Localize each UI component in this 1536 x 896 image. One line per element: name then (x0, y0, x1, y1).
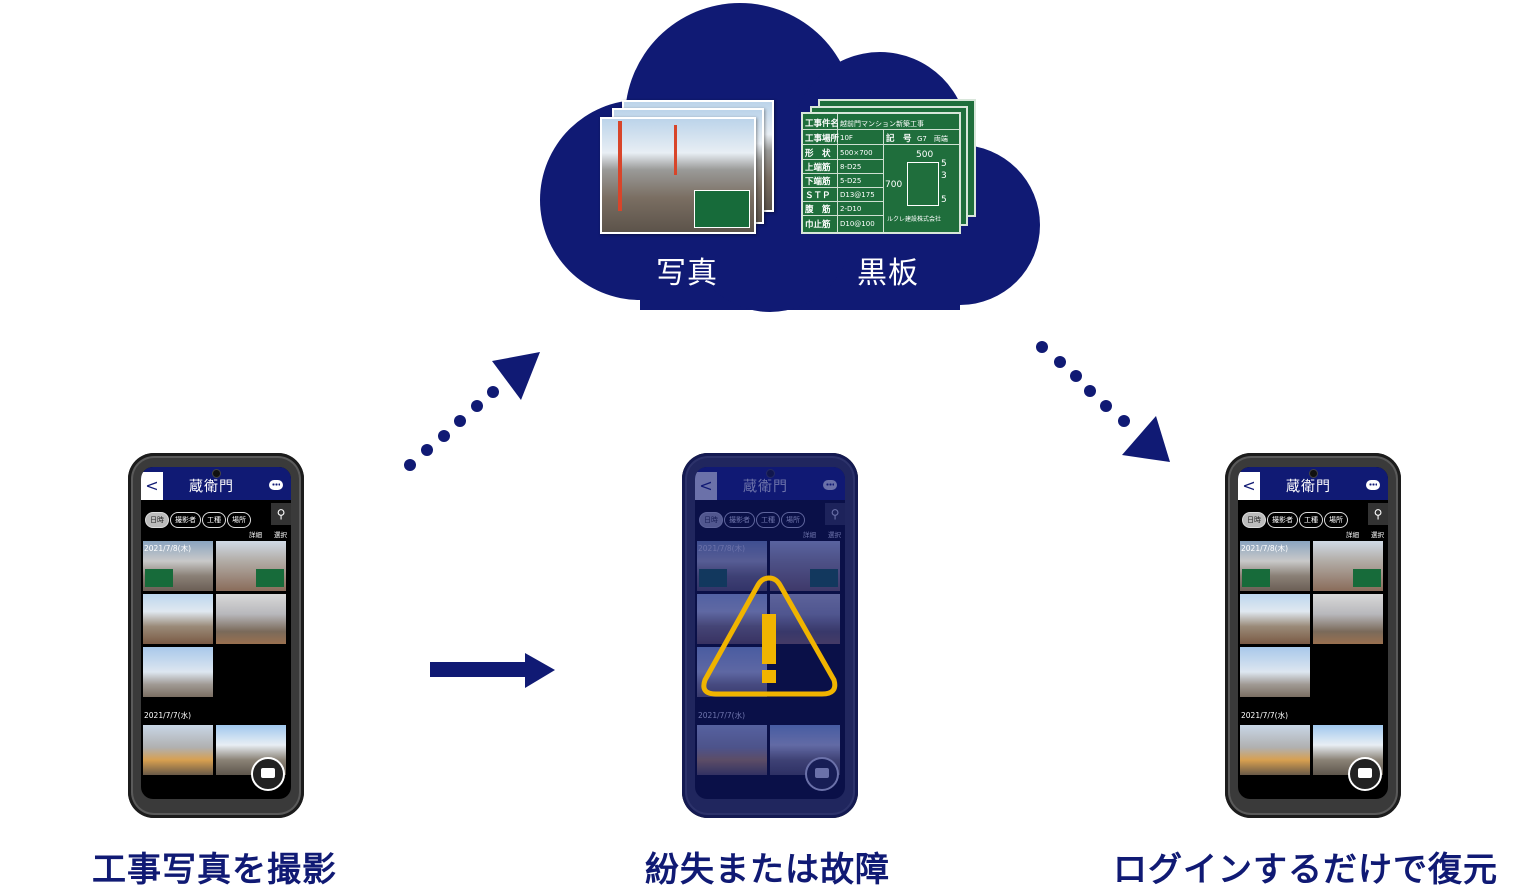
dotted-arrow-restore (1036, 341, 1170, 462)
bb-symbol-value: G7 両端 (917, 135, 948, 143)
caption-capture: 工事写真を撮影 (92, 850, 337, 890)
date-header: 2021/7/7(水) (1241, 711, 1289, 720)
bb-value: 10F (840, 134, 853, 142)
bb-value: 2-D10 (840, 205, 862, 213)
bb-dim-height: 700 (885, 180, 903, 190)
date-header: 2021/7/8(木) (1241, 544, 1289, 553)
photo-thumbnail[interactable] (1313, 541, 1383, 591)
bb-dim: 5 (941, 195, 947, 205)
bb-value: 5-D25 (840, 177, 862, 185)
phone-screen: < 蔵衛門 日時撮影者工種場所 ⚲ 詳細 選択 2021/7/8(木) 2021/… (141, 467, 291, 799)
app-logo: 蔵衛門 (1286, 479, 1331, 495)
back-button[interactable]: < (1238, 472, 1260, 500)
bb-value: 越前門マンション新築工事 (840, 120, 924, 128)
date-header: 2021/7/7(水) (144, 711, 192, 720)
chat-icon[interactable] (269, 480, 283, 490)
cloud-label-photo: 写真 (656, 256, 718, 291)
bb-value: D13@175 (840, 191, 875, 199)
solid-arrow-loss (430, 653, 555, 688)
phone-capture: < 蔵衛門 日時撮影者工種場所 ⚲ 詳細 選択 2021/7/8(木) 2021/… (128, 453, 304, 818)
caption-restore: ログインするだけで復元 (1113, 850, 1498, 890)
front-camera (212, 469, 221, 478)
bb-symbol-label: 記 号 (886, 134, 912, 144)
bb-value: 500×700 (840, 149, 873, 157)
bb-dim: 3 (941, 171, 947, 181)
photo-thumbnail[interactable] (216, 541, 286, 591)
bb-label: 下端筋 (805, 177, 831, 187)
photo-thumbnail[interactable] (143, 594, 213, 644)
list-actions: 詳細 選択 (1334, 529, 1384, 539)
phone-screen: < 蔵衛門 日時撮影者工種場所 ⚲ 詳細 選択 2021/7/8(木) 2021/… (1238, 467, 1388, 799)
blackboard: 工事件名 越前門マンション新築工事 工事場所 10F 形 状 500×700 上… (801, 112, 961, 234)
bb-label: 腹 筋 (805, 205, 831, 215)
chip-location[interactable]: 場所 (227, 512, 251, 528)
bb-label: 形 状 (805, 149, 831, 159)
app-header: < 蔵衛門 (1238, 467, 1388, 500)
photo-thumbnail[interactable] (143, 725, 213, 775)
photo-thumbnail[interactable] (143, 647, 213, 697)
bb-company: ルクレ建設株式会社 (887, 216, 942, 223)
smartphone: < 蔵衛門 日時撮影者工種場所 ⚲ 詳細 選択 2021/7/8(木) 2021/… (128, 453, 304, 818)
chat-icon[interactable] (1366, 480, 1380, 490)
photo-thumbnail[interactable] (1240, 725, 1310, 775)
app-header: < 蔵衛門 (141, 467, 291, 500)
construction-photo (600, 117, 756, 234)
dotted-arrow-upload (404, 352, 540, 471)
back-button[interactable]: < (141, 472, 163, 500)
smartphone: < 蔵衛門 日時撮影者工種場所 ⚲ 詳細 選択 2021/7/8(木) 2021/… (1225, 453, 1401, 818)
photo-blackboard (694, 190, 750, 228)
bb-value: D10@100 (840, 220, 875, 228)
bb-dim: 5 (941, 159, 947, 169)
bb-label: ＳＴＰ (805, 191, 831, 201)
app-logo: 蔵衛門 (189, 479, 234, 495)
bb-label: 工事場所 (805, 134, 840, 144)
bb-value: 8-D25 (840, 163, 862, 171)
filter-chips: 日時撮影者工種場所 (145, 507, 252, 528)
photo-thumbnail[interactable] (1313, 594, 1383, 644)
date-header: 2021/7/8(木) (144, 544, 192, 553)
front-camera (1309, 469, 1318, 478)
chip-datetime[interactable]: 日時 (145, 512, 169, 528)
photo-thumbnail[interactable] (143, 541, 213, 591)
bb-label: 巾止筋 (805, 220, 831, 230)
warning-icon (701, 575, 838, 697)
detail-link[interactable]: 詳細 (249, 531, 262, 539)
cloud-label-blackboard: 黒板 (857, 256, 919, 291)
photo-thumbnail[interactable] (216, 594, 286, 644)
photo-thumbnail[interactable] (1240, 647, 1310, 697)
chip-worktype[interactable]: 工種 (1299, 512, 1323, 528)
chip-photographer[interactable]: 撮影者 (170, 512, 201, 528)
camera-shutter-button[interactable] (251, 757, 285, 791)
list-actions: 詳細 選択 (237, 529, 287, 539)
chip-worktype[interactable]: 工種 (202, 512, 226, 528)
select-link[interactable]: 選択 (274, 531, 287, 539)
bb-dim-width: 500 (916, 150, 934, 160)
photo-thumbnail[interactable] (1240, 594, 1310, 644)
detail-link[interactable]: 詳細 (1346, 531, 1359, 539)
chip-datetime[interactable]: 日時 (1242, 512, 1266, 528)
chip-location[interactable]: 場所 (1324, 512, 1348, 528)
bb-label: 工事件名 (805, 119, 840, 129)
caption-lost: 紛失または故障 (645, 850, 890, 890)
camera-shutter-button[interactable] (1348, 757, 1382, 791)
search-icon[interactable]: ⚲ (1368, 503, 1388, 525)
select-link[interactable]: 選択 (1371, 531, 1384, 539)
phone-restored: < 蔵衛門 日時撮影者工種場所 ⚲ 詳細 選択 2021/7/8(木) 2021/… (1225, 453, 1401, 818)
bb-label: 上端筋 (805, 163, 831, 173)
filter-chips: 日時撮影者工種場所 (1242, 507, 1349, 528)
photo-thumbnail[interactable] (1240, 541, 1310, 591)
chip-photographer[interactable]: 撮影者 (1267, 512, 1298, 528)
crane (674, 125, 677, 175)
bb-beam-section (907, 162, 939, 206)
crane (618, 121, 622, 211)
search-icon[interactable]: ⚲ (271, 503, 291, 525)
